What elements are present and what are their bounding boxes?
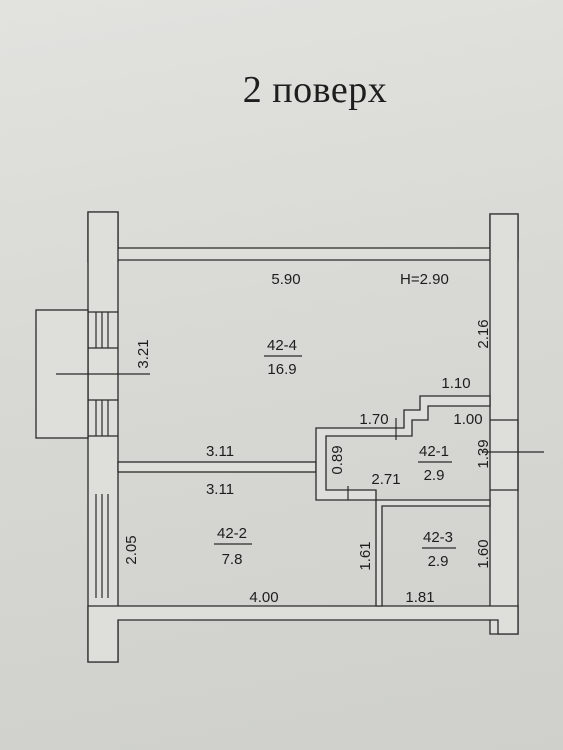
room-42-1-id: 42-1 — [419, 443, 449, 460]
height-label: H=2.90 — [400, 271, 449, 288]
room-42-1: 42-1 2.9 — [418, 443, 452, 484]
dim-bottom-left: 4.00 — [249, 589, 278, 606]
room-42-3-id: 42-3 — [423, 529, 453, 546]
room-42-2: 42-2 7.8 — [214, 525, 252, 568]
middle-wall — [117, 461, 317, 473]
left-wall — [87, 211, 119, 663]
dim-corridor-height: 0.89 — [329, 445, 346, 474]
top-wall — [87, 211, 519, 263]
dim-bath-height: 1.39 — [475, 439, 492, 468]
dim-left-upper: 3.21 — [135, 339, 152, 368]
right-wall-opening — [490, 419, 519, 491]
room-42-4-id: 42-4 — [267, 337, 297, 354]
dim-closet-height: 1.60 — [475, 539, 492, 568]
dim-step-width: 1.10 — [441, 375, 470, 392]
left-window-bottom — [95, 494, 109, 598]
room-42-4-area: 16.9 — [267, 361, 296, 378]
dim-partition-height: 1.61 — [357, 541, 374, 570]
dim-mid-wall-lower: 3.11 — [206, 481, 234, 498]
dim-top-width: 5.90 — [271, 271, 300, 288]
dim-corridor-width: 1.70 — [359, 411, 388, 428]
bottom-wall — [87, 605, 519, 663]
room-42-4: 42-4 16.9 — [264, 337, 302, 378]
dim-left-lower: 2.05 — [123, 535, 140, 564]
dim-bottom-right: 1.81 — [405, 589, 434, 606]
dim-mid-wall-upper: 3.11 — [206, 443, 234, 460]
right-wall — [489, 213, 519, 635]
room-42-2-area: 7.8 — [222, 551, 243, 568]
closet-partition — [375, 499, 491, 607]
floor-title: 2 поверх — [242, 69, 388, 111]
room-42-1-area: 2.9 — [424, 467, 445, 484]
corridor-partition — [315, 395, 491, 501]
left-window-lower — [88, 399, 118, 437]
room-42-3-area: 2.9 — [428, 553, 449, 570]
dim-bath-width: 1.00 — [453, 411, 482, 428]
room-42-2-id: 42-2 — [217, 525, 247, 542]
left-window-upper — [88, 311, 118, 349]
dim-right-upper: 2.16 — [475, 319, 492, 348]
room-42-3: 42-3 2.9 — [422, 529, 456, 570]
dim-corridor-lower: 2.71 — [371, 471, 400, 488]
